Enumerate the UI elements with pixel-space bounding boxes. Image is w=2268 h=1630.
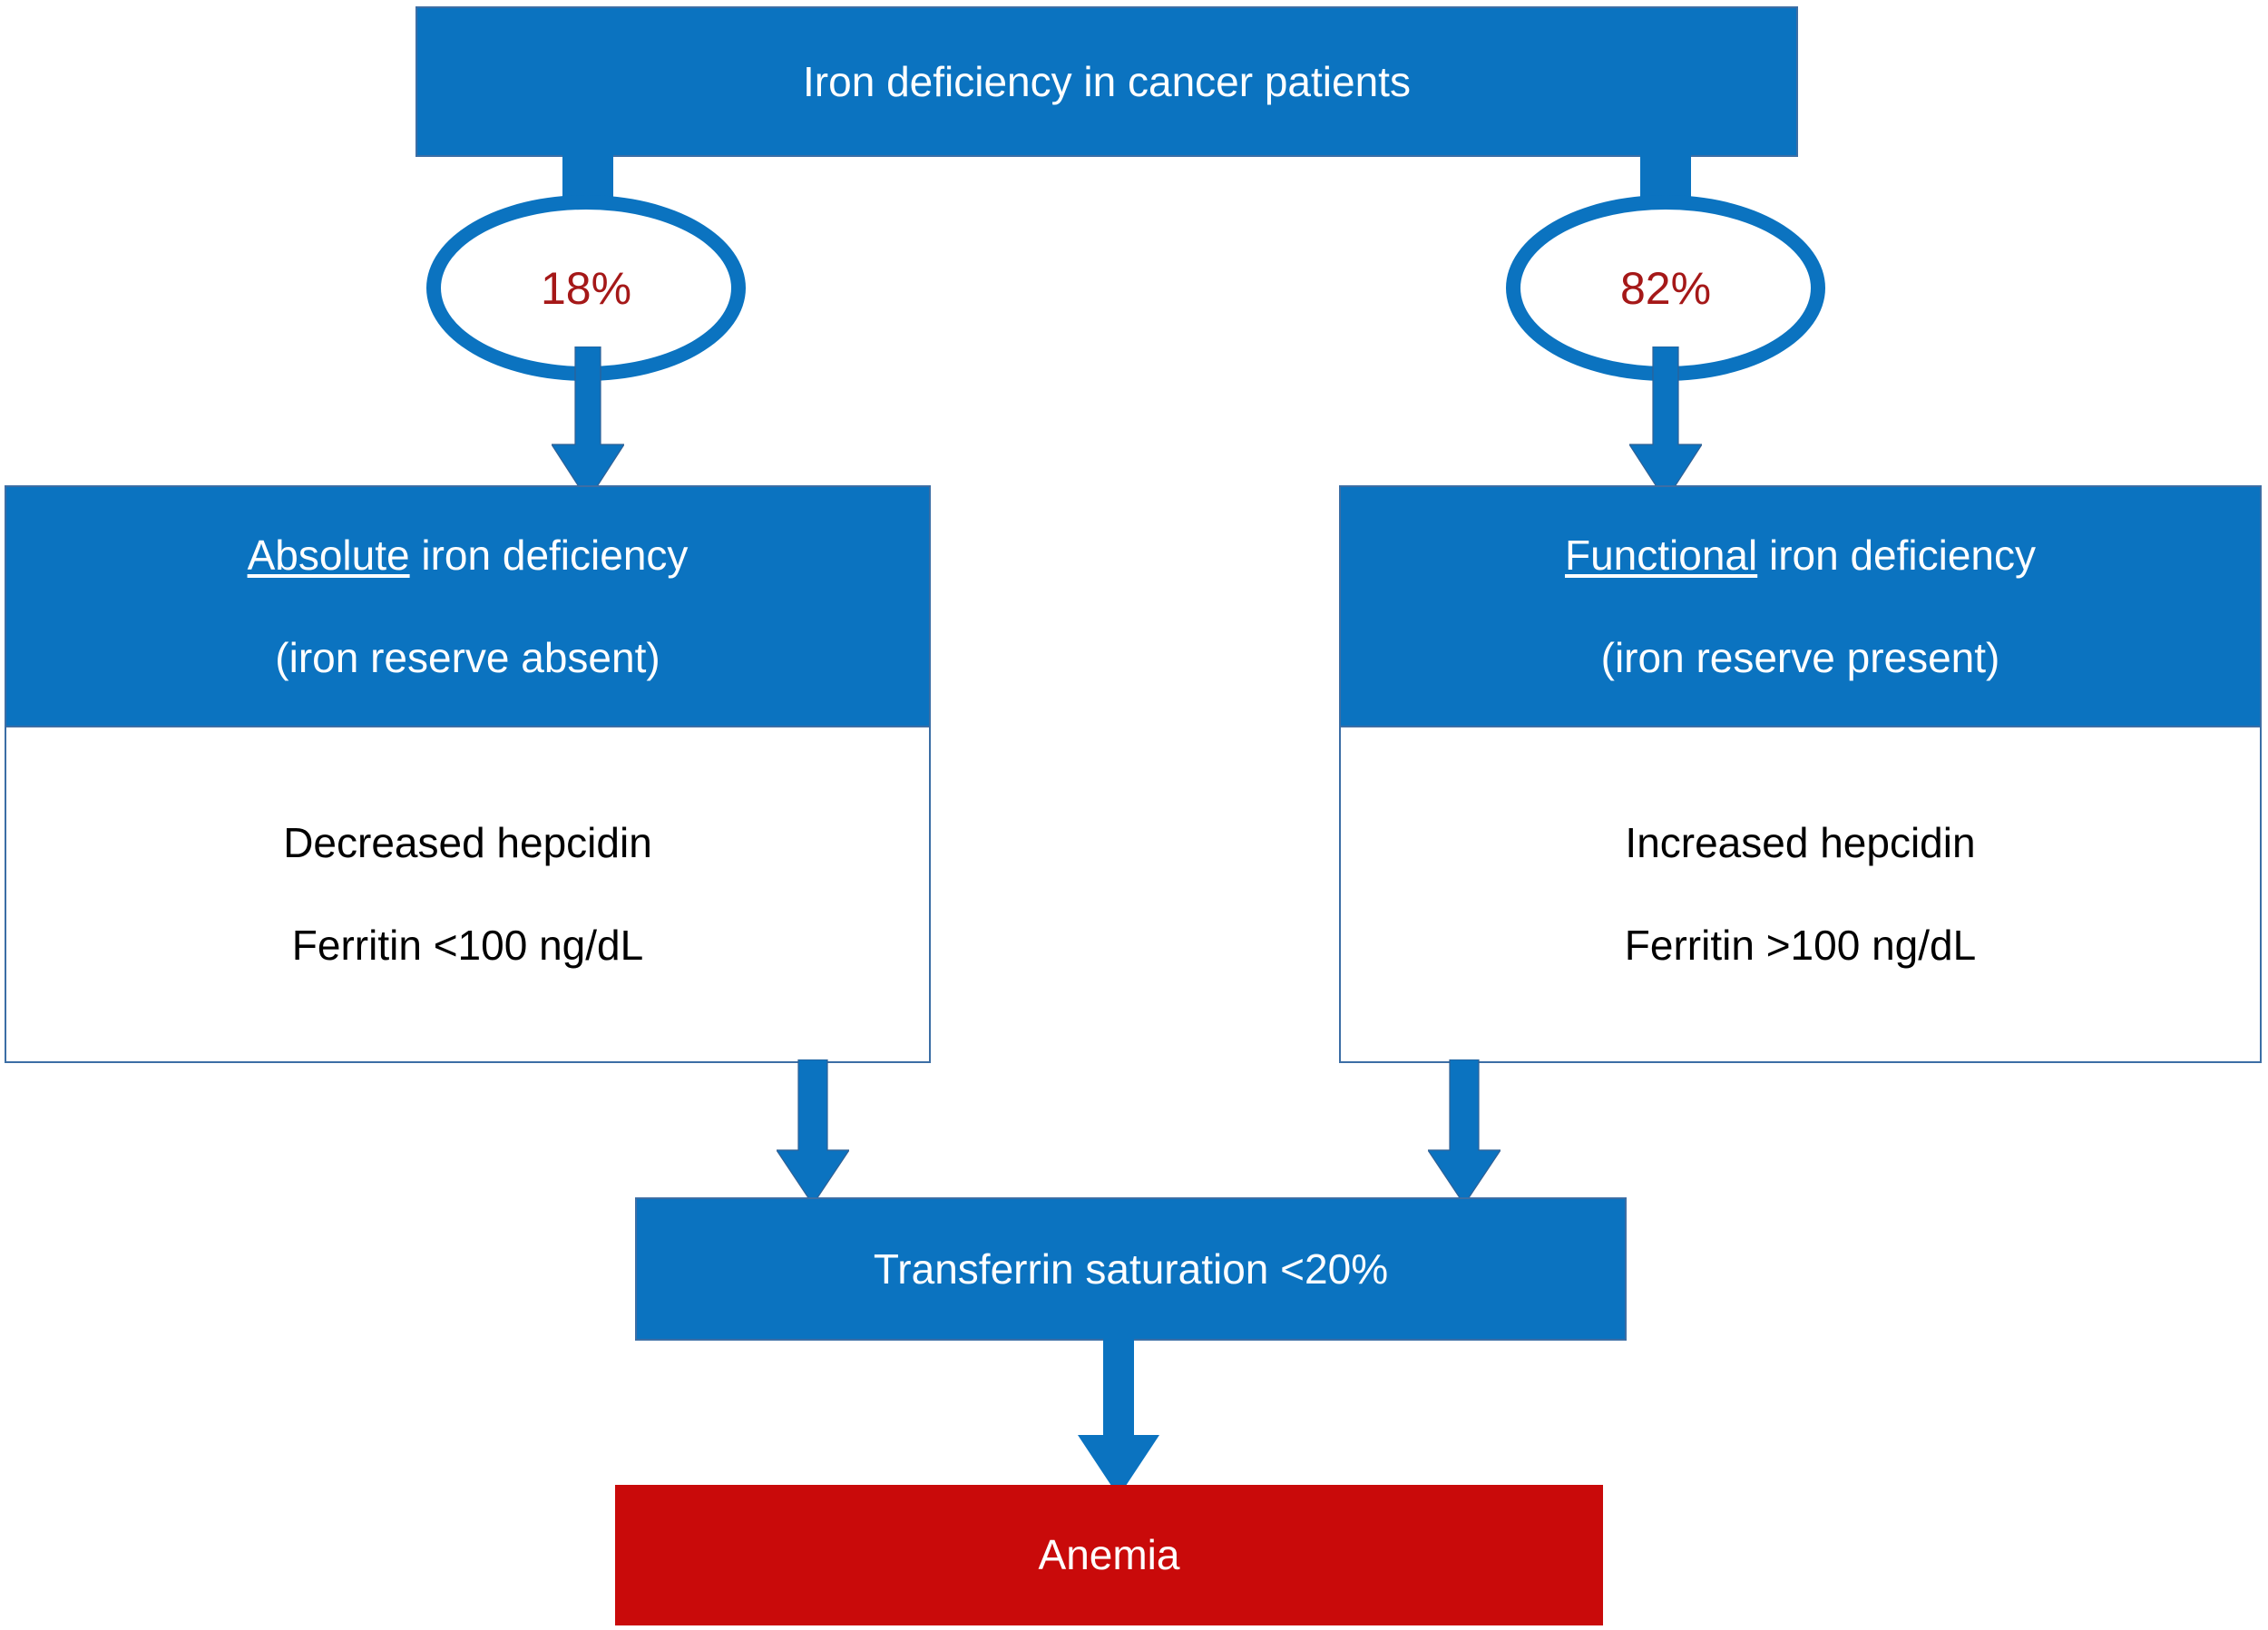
anemia-label: Anemia xyxy=(1038,1531,1180,1579)
left-branch-subtitle: (iron reserve absent) xyxy=(275,633,660,681)
right-branch-title-rest: iron deficiency xyxy=(1757,531,2037,579)
node-functional-iron-deficiency-header: Functional iron deficiency (iron reserve… xyxy=(1339,485,2262,727)
right-branch-title: Functional iron deficiency xyxy=(1565,532,2036,579)
node-transferrin-saturation: Transferrin saturation <20% xyxy=(635,1197,1627,1341)
percentage-label-left: 18% xyxy=(540,262,632,314)
down-arrow-icon-left-ellipse-to-branch xyxy=(552,346,624,501)
node-anemia: Anemia xyxy=(615,1485,1603,1625)
down-arrow-icon-right-branch-to-transferrin xyxy=(1428,1059,1501,1205)
right-branch-title-underlined: Functional xyxy=(1564,531,1758,579)
left-branch-title-rest: iron deficiency xyxy=(409,531,689,579)
left-branch-title-underlined: Absolute xyxy=(247,531,410,579)
down-arrow-icon-transferrin-to-anemia xyxy=(1078,1333,1159,1497)
right-branch-subtitle: (iron reserve present) xyxy=(1600,633,2000,681)
right-branch-detail-2: Ferritin >100 ng/dL xyxy=(1624,922,1977,969)
node-functional-iron-deficiency-details: Increased hepcidin Ferritin >100 ng/dL xyxy=(1339,726,2262,1063)
left-branch-detail-2: Ferritin <100 ng/dL xyxy=(291,922,644,969)
top-node-label: Iron deficiency in cancer patients xyxy=(803,57,1411,105)
left-branch-detail-1: Decreased hepcidin xyxy=(283,819,652,867)
down-arrow-icon-right-ellipse-to-branch xyxy=(1629,346,1702,501)
transferrin-label: Transferrin saturation <20% xyxy=(873,1244,1389,1293)
node-absolute-iron-deficiency-details: Decreased hepcidin Ferritin <100 ng/dL xyxy=(5,726,931,1063)
right-branch-detail-1: Increased hepcidin xyxy=(1625,819,1976,867)
node-absolute-iron-deficiency-header: Absolute iron deficiency (iron reserve a… xyxy=(5,485,931,727)
left-branch-title: Absolute iron deficiency xyxy=(248,532,689,579)
down-arrow-icon-left-branch-to-transferrin xyxy=(777,1059,849,1205)
node-iron-deficiency-in-cancer-patients: Iron deficiency in cancer patients xyxy=(415,6,1798,157)
percentage-label-right: 82% xyxy=(1619,262,1712,314)
